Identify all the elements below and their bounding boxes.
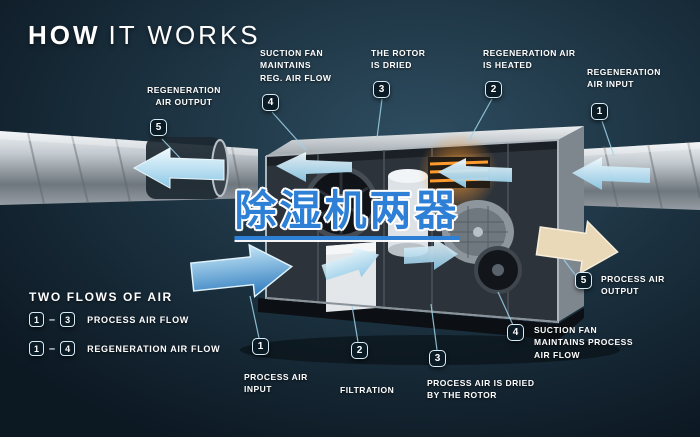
callout-badge-2-filtration: 2: [351, 342, 368, 359]
legend-badge-4: 4: [60, 341, 76, 356]
machine-top-face: [266, 126, 584, 156]
callout-badge-4-suction-fan-process: 4: [507, 324, 524, 341]
legend-range-dash: –: [49, 313, 56, 326]
regeneration-output-arrow: [132, 147, 225, 189]
legend-badge-1b: 1: [29, 341, 44, 356]
callout-label-process-air-dried: PROCESS AIR IS DRIED BY THE ROTOR: [427, 378, 535, 401]
callout-badge-2-regeneration-air-heated: 2: [485, 81, 502, 98]
callout-label-process-air-input: PROCESS AIR INPUT: [244, 372, 308, 395]
legend-range-dash-2: –: [49, 342, 56, 355]
page-title-light: IT WORKS: [108, 20, 261, 50]
callout-badge-4-suction-fan-reg: 4: [262, 94, 279, 111]
process-input-arrow: [189, 243, 294, 299]
regeneration-input-arrow: [572, 157, 650, 190]
callout-label-regeneration-air-input: REGENERATION AIR INPUT: [587, 67, 661, 90]
callout-badge-5-process-air-output: 5: [575, 272, 592, 289]
legend-badge-3: 3: [60, 312, 76, 327]
callout-badge-5-regeneration-air-output: 5: [150, 119, 167, 136]
legend-label-process-air-flow: PROCESS AIR FLOW: [87, 314, 189, 325]
legend-item-process-air-flow: 1 – 3 PROCESS AIR FLOW: [29, 312, 189, 327]
callout-label-regeneration-air-output: REGENERATION AIR OUTPUT: [147, 85, 221, 108]
callout-label-suction-fan-reg: SUCTION FAN MAINTAINS REG. AIR FLOW: [260, 48, 332, 83]
legend-label-regeneration-air-flow: REGENERATION AIR FLOW: [87, 343, 221, 354]
callout-badge-1-process-air-input: 1: [252, 338, 269, 355]
process-output-arrow: [535, 219, 619, 275]
callout-leader-lines: [161, 98, 615, 351]
callout-badge-1-regeneration-air-input: 1: [591, 103, 608, 120]
callout-label-process-air-output: PROCESS AIR OUTPUT: [601, 274, 665, 297]
callout-label-suction-fan-process: SUCTION FAN MAINTAINS PROCESS AIR FLOW: [534, 325, 634, 360]
callout-badge-3-rotor-is-dried: 3: [373, 81, 390, 98]
through-rotor-arrow: [404, 238, 458, 270]
callout-label-filtration: FILTRATION: [340, 385, 395, 395]
legend-item-regeneration-air-flow: 1 – 4 REGENERATION AIR FLOW: [29, 341, 220, 356]
filter-rising-arrow: [321, 246, 380, 281]
legend-badge-1: 1: [29, 312, 44, 327]
airflow-arrows: [132, 147, 650, 299]
page-title-bold: HOW: [28, 20, 101, 50]
process-fan: [474, 246, 522, 294]
callout-label-regeneration-air-heated: REGENERATION AIR IS HEATED: [483, 48, 576, 71]
callout-badge-3-process-air-dried: 3: [429, 350, 446, 367]
machine-right-face: [558, 126, 584, 322]
heater-arrow: [438, 158, 512, 188]
watermark-text: 除湿机两器: [234, 187, 460, 241]
legend-title: TWO FLOWS OF AIR: [29, 290, 173, 304]
callout-label-rotor-is-dried: THE ROTOR IS DRIED: [371, 48, 426, 71]
fan-to-duct-arrow: [276, 152, 352, 182]
